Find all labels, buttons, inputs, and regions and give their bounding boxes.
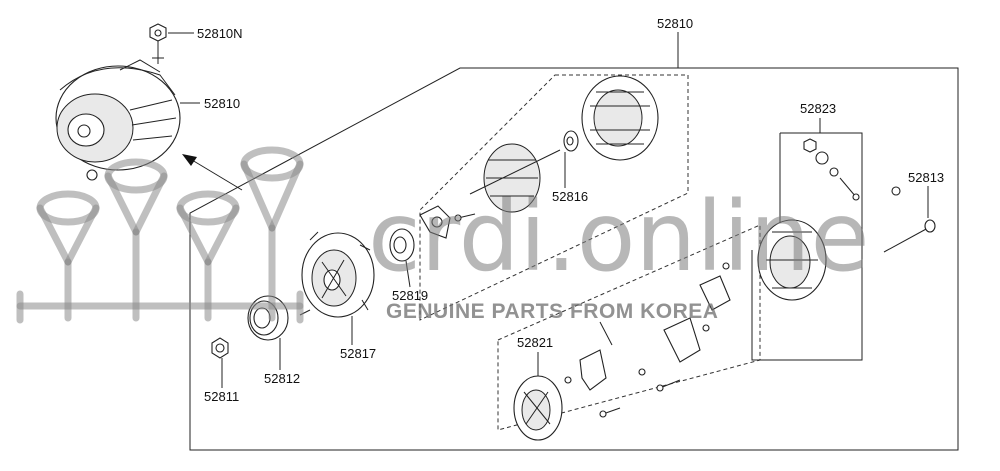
retainer-plate	[419, 205, 476, 239]
label-52810-assy: 52810	[204, 96, 240, 111]
label-52813: 52813	[908, 170, 944, 185]
rear-cover-52821	[513, 375, 563, 441]
label-52817: 52817	[340, 346, 376, 361]
direction-arrow	[182, 154, 243, 191]
label-52810n: 52810N	[197, 26, 243, 41]
regulator-brush-holder	[564, 262, 731, 418]
nut-52811	[211, 337, 229, 359]
label-52819: 52819	[392, 288, 428, 303]
parts-52823	[803, 138, 860, 201]
label-52811: 52811	[204, 389, 239, 404]
bearing-52816	[563, 130, 579, 152]
watermark-logo-icon	[16, 146, 304, 324]
rear-frame	[757, 219, 827, 301]
assembly-outline	[189, 67, 959, 451]
rotor	[469, 143, 561, 213]
stator	[581, 75, 659, 161]
dashed-group-rotor	[419, 74, 689, 321]
label-52812: 52812	[264, 371, 300, 386]
label-52823: 52823	[800, 101, 836, 116]
bearing-52819	[389, 228, 415, 262]
label-52821: 52821	[517, 335, 553, 350]
label-52816: 52816	[552, 189, 588, 204]
front-bracket-52817	[299, 231, 375, 318]
box-52823	[751, 132, 863, 361]
leader-52819	[405, 260, 411, 288]
through-bolt-52813	[883, 186, 936, 253]
label-52810-top: 52810	[657, 16, 693, 31]
nut-52810n	[149, 23, 167, 64]
alternator-assembly	[55, 59, 181, 181]
watermark-logo-text: crdi.online	[368, 181, 870, 293]
watermark-tagline: GENUINE PARTS FROM KOREA	[386, 300, 718, 323]
